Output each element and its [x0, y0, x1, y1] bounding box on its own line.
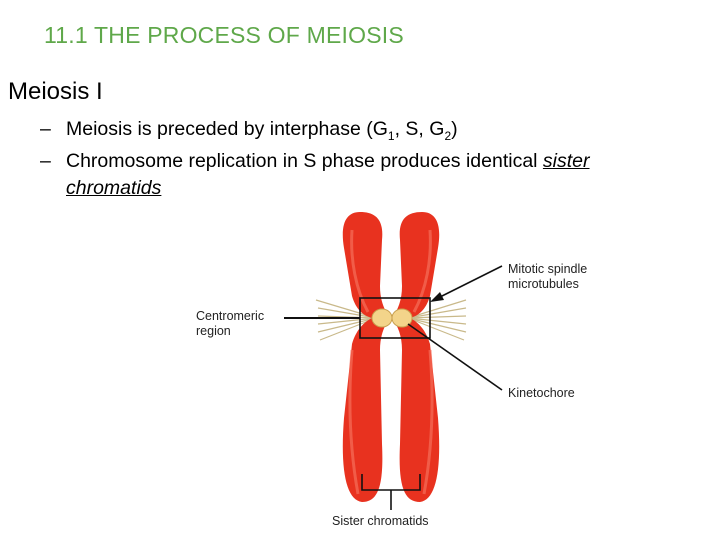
chromatid-right-highlight	[412, 229, 434, 495]
chromatid-right	[392, 212, 440, 502]
slide-title: 11.1 THE PROCESS OF MEIOSIS	[44, 22, 404, 48]
label-line: Centromeric	[196, 309, 265, 323]
kinetochore-right	[391, 308, 413, 328]
chromatid-right-body	[392, 212, 440, 502]
label-centromeric-region: Centromeric region	[196, 309, 264, 339]
label-line: microtubules	[508, 277, 579, 291]
term-chromatids: chromatids	[66, 177, 162, 199]
bullet-replication: –Chromosome replication in S phase produ…	[40, 149, 590, 173]
bullet-text-mid: , S, G	[394, 118, 445, 140]
subscript: 2	[444, 128, 452, 143]
kinetochore-pointer	[407, 323, 503, 391]
subscript: 1	[387, 128, 395, 143]
spindle-pointer	[433, 265, 503, 301]
label-kinetochore: Kinetochore	[508, 386, 575, 400]
section-heading: Meiosis I	[8, 78, 103, 105]
kinetochore-left	[371, 308, 393, 328]
spindle-fibers-right	[407, 299, 467, 341]
bullet-text: Meiosis is preceded by interphase (G	[66, 118, 388, 140]
label-spindle-microtubules: Mitotic spindle microtubules	[508, 262, 587, 292]
chromatid-left-body	[342, 212, 390, 502]
bullet-interphase: –Meiosis is preceded by interphase (G1, …	[40, 117, 458, 148]
bullet-text-end: )	[451, 118, 458, 140]
term-sister: sister	[542, 150, 590, 172]
label-line: region	[196, 324, 231, 338]
bullet-continuation: chromatids	[66, 177, 161, 200]
label-line: Mitotic spindle	[508, 262, 588, 276]
chromatid-left	[342, 212, 390, 502]
bullet-text: Chromosome replication in S phase produc…	[66, 150, 543, 172]
label-sister-chromatids: Sister chromatids	[332, 514, 429, 528]
chromatid-left-highlight	[348, 229, 370, 495]
bullet-dash: –	[40, 118, 51, 140]
spindle-arrowhead	[430, 292, 444, 302]
bullet-dash: –	[40, 150, 51, 172]
